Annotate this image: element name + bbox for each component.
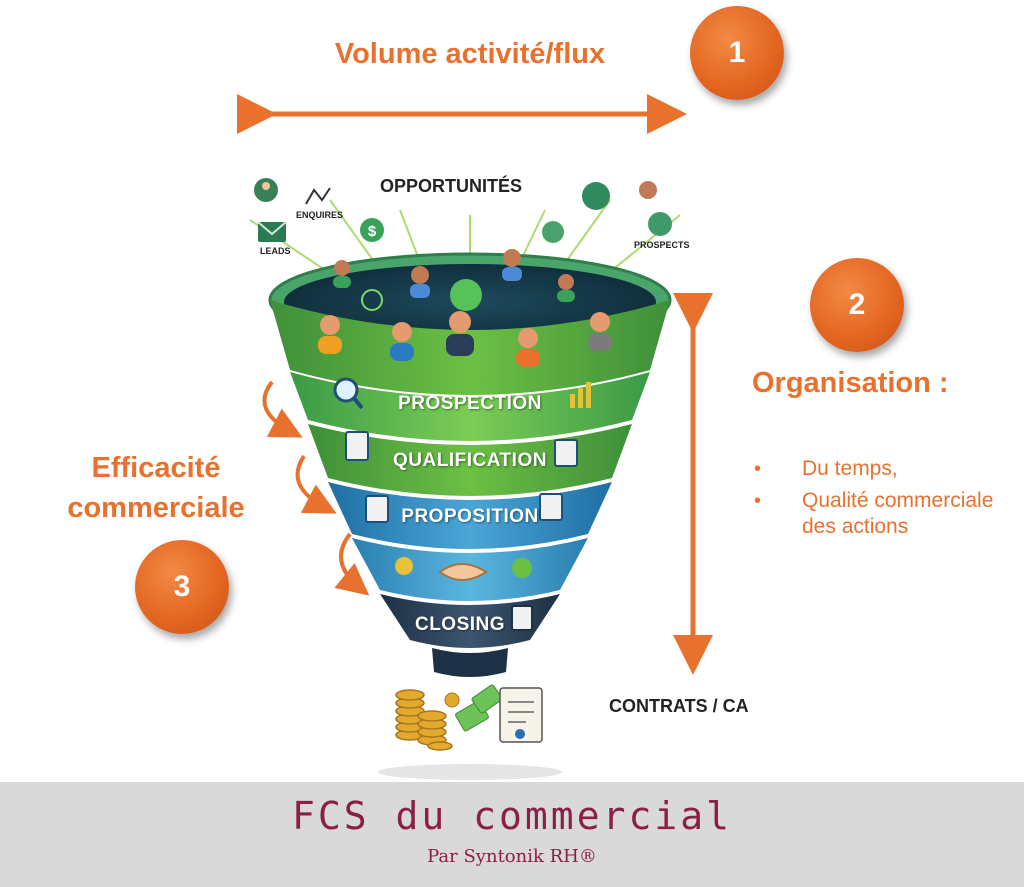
organisation-list: Du temps, Qualité commerciale des action… [752, 456, 1014, 546]
footer-subtitle: Par Syntonik RH® [0, 846, 1024, 867]
footer-title: FCS du commercial [0, 794, 1024, 838]
person-icon [639, 181, 657, 199]
stage-row-proposition: PROPOSITION [330, 506, 610, 530]
organisation-item: Qualité commerciale des actions [752, 488, 1014, 540]
chat-icon [542, 221, 564, 243]
footer: FCS du commercial Par Syntonik RH® [0, 782, 1024, 887]
stage-label: CLOSING [370, 614, 550, 636]
coin-icon [395, 557, 413, 575]
opportunites-label: OPPORTUNITÉS [380, 176, 522, 197]
leads-label: LEADS [260, 246, 291, 256]
stage-row-prospection: PROSPECTION [290, 393, 650, 417]
enquires-label: ENQUIRES [296, 210, 343, 220]
team-icon [450, 279, 482, 311]
stage-row-qualification: QUALIFICATION [310, 450, 630, 474]
funnel-spout [432, 648, 508, 677]
stage-label: PROSPECTION [290, 393, 650, 415]
coin-icon [445, 693, 459, 707]
efficacite-title: Efficacité commerciale [40, 448, 272, 528]
svg-text:$: $ [368, 223, 377, 240]
prospect-icon [648, 212, 672, 236]
badge-2: 2 [810, 258, 904, 352]
organisation-title: Organisation : [752, 367, 949, 400]
stage-label: QUALIFICATION [310, 450, 630, 472]
network-icon [306, 188, 330, 204]
badge-1: 1 [690, 6, 784, 100]
prospects-label: PROSPECTS [634, 240, 690, 250]
organisation-item: Du temps, [752, 456, 1014, 482]
group-icon [582, 182, 610, 210]
volume-title: Volume activité/flux [300, 38, 640, 71]
stage-row-closing: CLOSING [370, 614, 550, 638]
chat-bubble-icon [512, 558, 532, 578]
output-icons [378, 684, 562, 780]
coin-stack-icon [396, 690, 452, 750]
contrats-label: CONTRATS / CA [609, 696, 749, 717]
stage-label: PROPOSITION [330, 506, 610, 528]
badge-3: 3 [135, 540, 229, 634]
